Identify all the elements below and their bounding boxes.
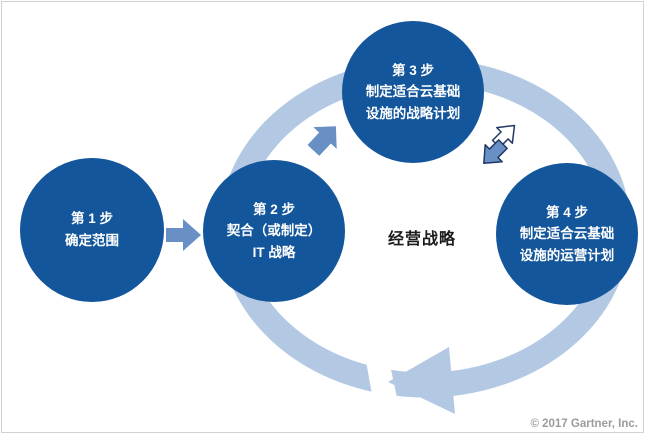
step-2-circle: 第 2 步 契合（或制定） IT 战略 [203, 160, 345, 302]
cycle-arrowhead-icon [388, 347, 455, 414]
step-text-line: 第 3 步 [391, 62, 434, 78]
step-text-line: 第 1 步 [70, 211, 113, 227]
cycle-ring-gap [364, 346, 399, 411]
step-text-line: 契合（或制定） [226, 223, 322, 239]
center-label: 经营战略 [387, 231, 456, 248]
step-text-line: IT 战略 [252, 244, 296, 260]
right-arrow-icon [166, 219, 201, 251]
zigzag-down-arrow-shape [483, 139, 508, 164]
step-text-line: 确定范围 [65, 233, 119, 248]
step-3-circle: 第 3 步 制定适合云基础 设施的战略计划 [342, 21, 484, 163]
step-text-line: 设施的运营计划 [519, 247, 615, 263]
step-text-line: 制定适合云基础 [519, 226, 615, 242]
step-text-line: 设施的战略计划 [365, 105, 461, 121]
step-text-line: 制定适合云基础 [365, 84, 461, 100]
step-4-circle: 第 4 步 制定适合云基础 设施的运营计划 [496, 163, 638, 305]
zigzag-double-arrow-icon [483, 124, 516, 164]
copyright-text: © 2017 Gartner, Inc. [530, 418, 638, 430]
up-right-arrow-shape [307, 126, 337, 156]
up-right-arrow-icon [307, 126, 337, 156]
step-text-line: 第 2 步 [252, 201, 295, 217]
step-1-circle: 第 1 步 确定范围 [20, 158, 164, 302]
step-text-line: 第 4 步 [545, 204, 588, 220]
